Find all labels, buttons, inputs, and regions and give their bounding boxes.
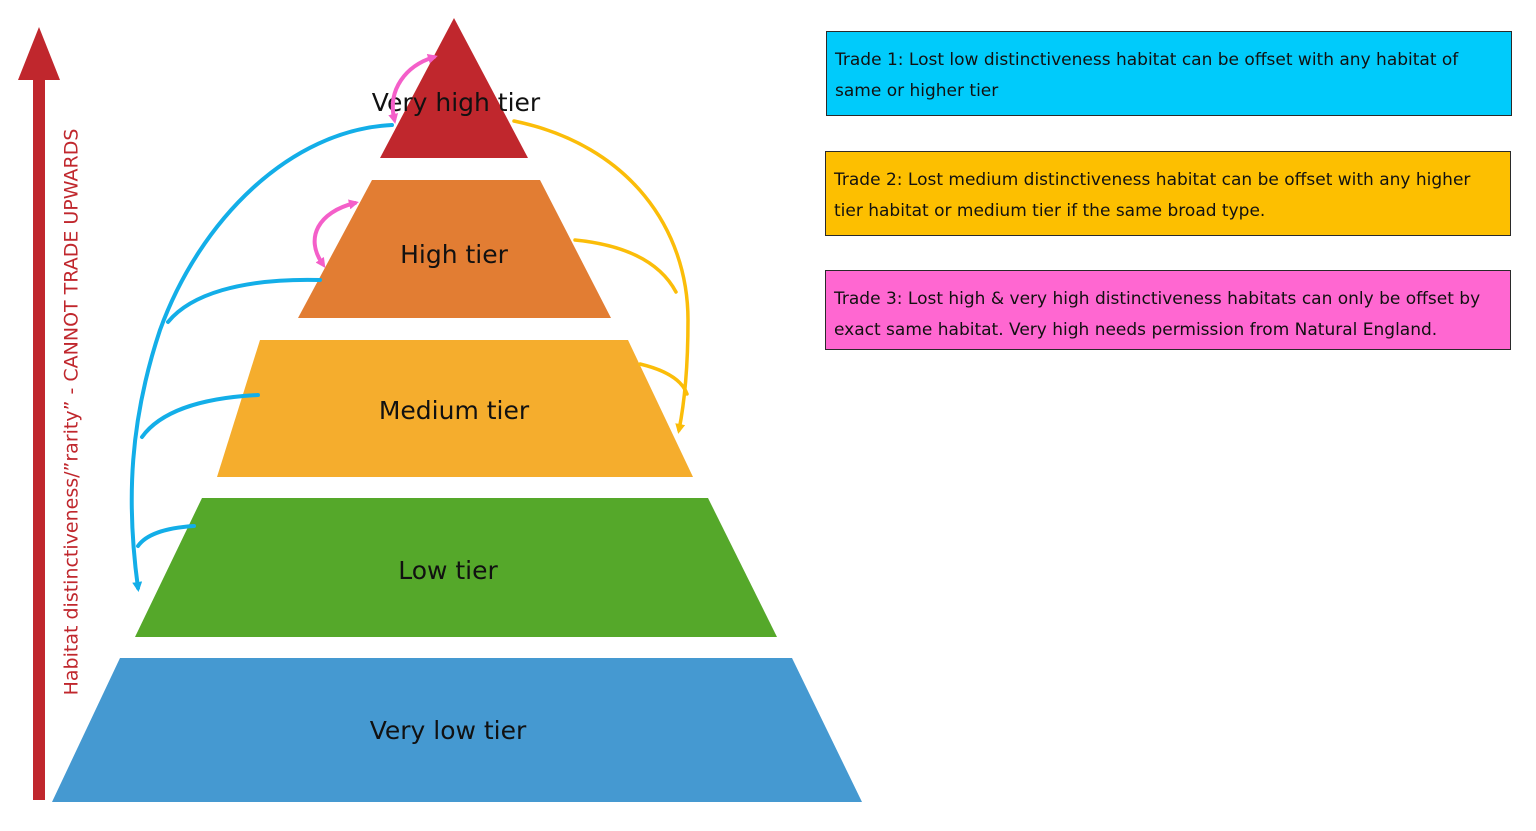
trade-1-arrow-from-high <box>166 277 322 324</box>
trade-1-arrow-from-very-high <box>129 123 394 592</box>
trade-3-box: Trade 3: Lost high & very high distincti… <box>825 270 1511 350</box>
trade-3-arrow-high <box>312 199 359 268</box>
trade-2-box: Trade 2: Lost medium distinctiveness hab… <box>825 151 1511 236</box>
tier-low-shape <box>135 498 777 637</box>
trade-1-arrow-from-low <box>136 524 196 548</box>
tier-very-low-label: Very low tier <box>370 716 527 745</box>
tier-high-label: High tier <box>400 240 509 269</box>
tier-very-high-label: Very high tier <box>372 88 541 117</box>
tier-medium-shape <box>217 340 693 477</box>
tier-low-label: Low tier <box>398 556 498 585</box>
tier-medium-label: Medium tier <box>379 396 530 425</box>
tier-high-shape <box>298 180 611 318</box>
trade-2-arrow-from-very-high <box>512 119 690 434</box>
trade-3-arrow-very-high <box>388 54 438 124</box>
axis-label: Habitat distinctiveness/”rarity” - CANNO… <box>61 129 83 696</box>
trade-2-text: Trade 2: Lost medium distinctiveness hab… <box>834 170 1471 221</box>
trade-1-text: Trade 1: Lost low distinctiveness habita… <box>835 50 1459 101</box>
trade-1-box: Trade 1: Lost low distinctiveness habita… <box>826 31 1512 116</box>
distinctiveness-axis-arrow <box>18 27 60 800</box>
trade-2-arrow-from-medium <box>638 362 689 396</box>
trade-3-text: Trade 3: Lost high & very high distincti… <box>834 289 1481 340</box>
trade-1-arrow-from-medium <box>140 393 260 439</box>
trade-2-arrow-from-high <box>573 238 678 294</box>
tier-very-low-shape <box>52 658 862 802</box>
